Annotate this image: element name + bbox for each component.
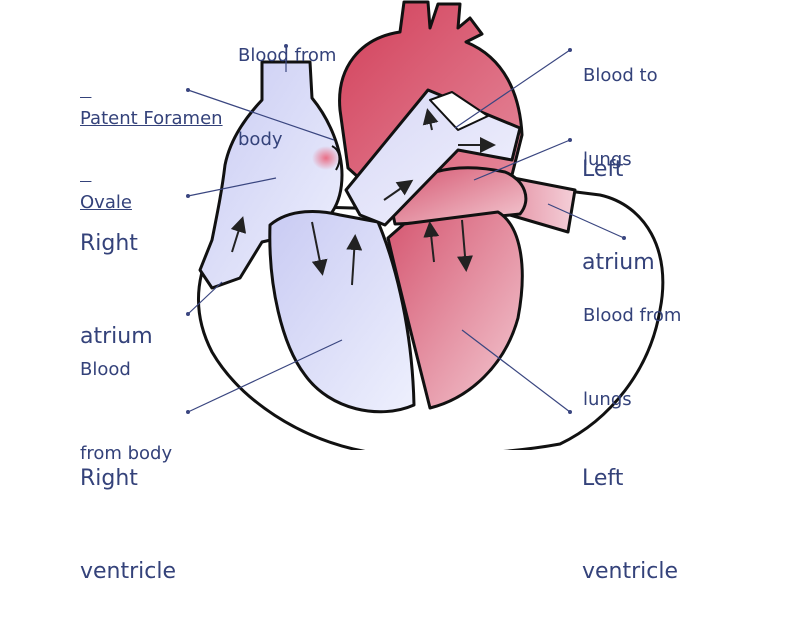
- label-blood-from-body-top: Blood from body: [238, 0, 336, 182]
- label-right-ventricle: Right ventricle: [80, 401, 176, 618]
- label-left-ventricle: Left ventricle: [582, 401, 678, 618]
